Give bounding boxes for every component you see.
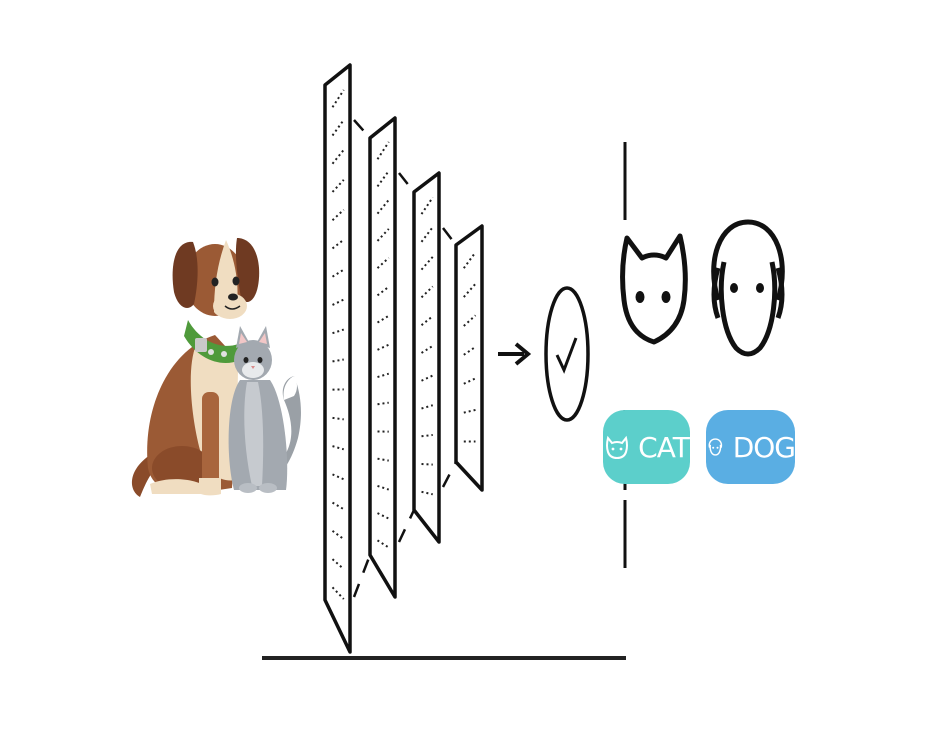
layer-texture	[377, 401, 389, 406]
layer-connector-bottom	[441, 461, 458, 488]
layer-connector-bottom	[397, 509, 416, 543]
layer-texture	[377, 372, 390, 378]
dog-illustration	[131, 238, 260, 497]
layer-texture	[331, 119, 345, 137]
layer-texture	[332, 328, 345, 335]
cat-face-icon	[606, 435, 629, 460]
layer-texture	[463, 408, 476, 414]
layer-texture	[421, 433, 433, 438]
layer-texture	[421, 404, 434, 410]
layer-texture	[421, 490, 433, 496]
layer-texture	[463, 377, 476, 385]
dog-and-cat-illustration	[131, 238, 301, 497]
layer-texture	[377, 484, 390, 491]
cat-label: CAT	[638, 430, 690, 464]
layer-texture	[331, 501, 345, 511]
layer-texture	[376, 170, 390, 188]
dog-face-icon	[711, 219, 785, 357]
layer-texture	[331, 530, 345, 540]
layer-texture	[332, 358, 344, 363]
layer-texture	[331, 89, 345, 108]
network-layer-3	[412, 171, 441, 544]
network-layer-2	[368, 116, 397, 599]
layer-texture	[376, 141, 390, 160]
layer-texture	[462, 251, 477, 269]
network-layer-4	[454, 224, 484, 492]
layer-connector-bottom	[352, 554, 372, 598]
network-layer-1	[323, 63, 352, 654]
layer-texture	[420, 345, 434, 354]
layer-texture	[332, 473, 345, 481]
layer-texture	[376, 286, 390, 297]
layer-connector-top	[353, 119, 371, 139]
layer-texture	[377, 512, 390, 520]
layer-texture	[376, 314, 390, 324]
layer-texture	[421, 374, 434, 382]
layer-texture	[420, 226, 434, 243]
layer-texture	[420, 196, 434, 215]
layer-connector-top	[442, 227, 457, 246]
cat-label-badge: CAT	[603, 410, 690, 484]
layer-texture	[463, 346, 477, 356]
layer-texture	[377, 343, 390, 351]
layer-texture	[331, 238, 345, 250]
dog-label: DOG	[732, 430, 796, 464]
layer-texture	[332, 298, 345, 306]
neural-network-layers	[323, 63, 484, 654]
cat-illustration	[228, 326, 301, 493]
cat-face-icon	[620, 233, 688, 345]
layer-texture	[377, 457, 389, 462]
layer-texture	[420, 315, 434, 326]
layer-connector-top	[398, 172, 415, 193]
layer-texture	[376, 539, 390, 549]
check-circle-icon	[544, 286, 590, 422]
layer-texture	[421, 463, 433, 466]
layer-texture	[332, 416, 344, 421]
dog-label-badge: DOG	[706, 410, 796, 484]
layer-texture	[332, 445, 345, 451]
right-arrow-icon	[498, 342, 532, 366]
layer-texture	[331, 268, 345, 278]
dog-face-icon	[708, 438, 723, 456]
